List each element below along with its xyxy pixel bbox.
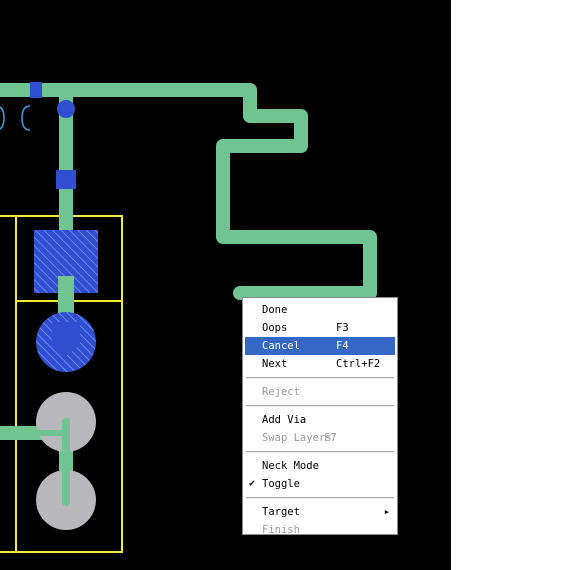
menu-item-label: Neck Mode (262, 460, 319, 472)
menu-item-toggle[interactable]: ✔ Toggle (245, 475, 395, 493)
checkmark-icon: ✔ (249, 478, 256, 489)
menu-separator (246, 405, 394, 407)
menu-item-label: Done (262, 304, 288, 316)
menu-item-label: Reject (262, 386, 300, 398)
menu-item-label: Add Via (262, 414, 307, 426)
pcb-layout (0, 82, 377, 553)
menu-item-shortcut: F7 (324, 432, 337, 444)
menu-item-label: Cancel (262, 340, 300, 352)
menu-item-label: Target (262, 506, 300, 518)
via-marker (30, 82, 76, 189)
menu-item-label: Toggle (262, 478, 300, 490)
menu-item-label: Finish (262, 524, 300, 536)
reference-designator-glyphs (0, 105, 31, 131)
menu-item-reject[interactable]: Reject (245, 383, 395, 401)
menu-item-shortcut: F3 (336, 322, 349, 334)
menu-separator (246, 497, 394, 499)
menu-item-label: Swap Layers (262, 432, 332, 444)
round-pad-active[interactable] (36, 312, 96, 372)
menu-item-cancel[interactable]: Cancel F4 (245, 337, 395, 355)
menu-item-label: Oops (262, 322, 288, 334)
menu-item-neck-mode[interactable]: Neck Mode (245, 457, 395, 475)
menu-item-swap-layers[interactable]: Swap Layers F7 (245, 429, 395, 447)
menu-separator (246, 377, 394, 379)
menu-item-label: Next (262, 358, 288, 370)
menu-item-done[interactable]: Done (245, 301, 395, 319)
menu-item-shortcut: Ctrl+F2 (336, 358, 381, 370)
menu-item-finish[interactable]: Finish (245, 521, 395, 539)
menu-item-target[interactable]: Target ▶ (245, 503, 395, 521)
menu-item-oops[interactable]: Oops F3 (245, 319, 395, 337)
menu-separator (246, 451, 394, 453)
menu-item-shortcut: F4 (336, 340, 349, 352)
submenu-arrow-icon: ▶ (384, 508, 389, 516)
route-context-menu: Done Oops F3 Cancel F4 Next Ctrl+F2 Reje… (242, 297, 398, 536)
menu-item-next[interactable]: Next Ctrl+F2 (245, 355, 395, 373)
pcb-editor-canvas[interactable] (0, 0, 451, 570)
menu-item-add-via[interactable]: Add Via (245, 411, 395, 429)
trace-segment (58, 276, 74, 316)
